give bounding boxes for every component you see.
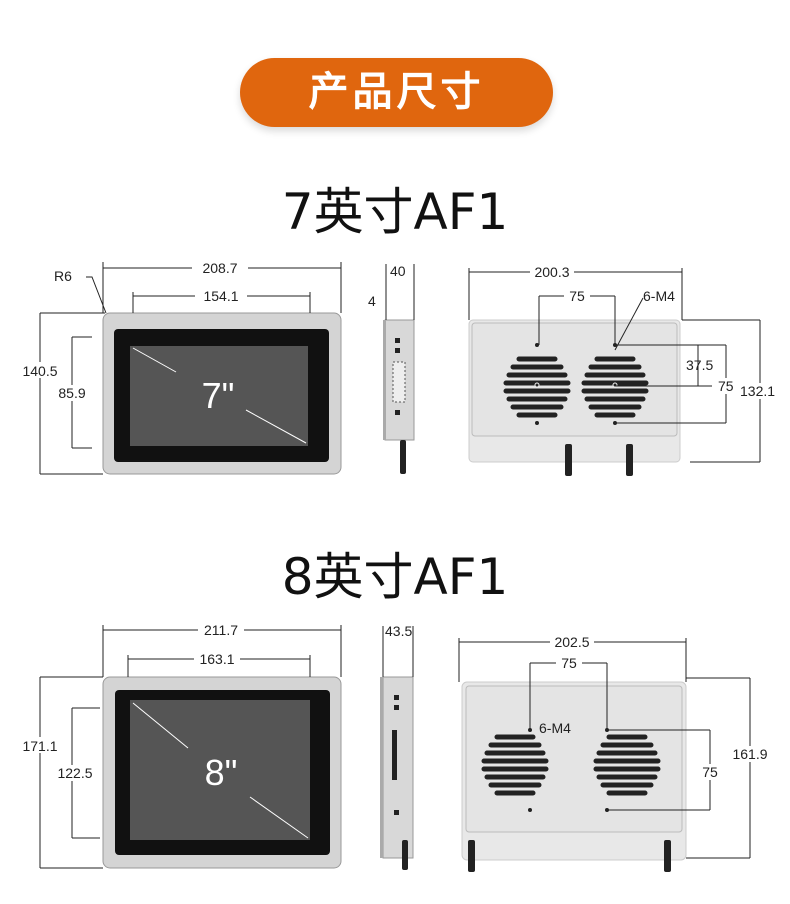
dim-vesa-vertical-8in: 75 [702,764,718,780]
dim-vesa-half-7in: 37.5 [686,357,713,373]
dim-display-width-8in: 163.1 [199,651,234,667]
dim-vesa-horizontal-8in: 75 [561,655,577,671]
section-header-badge: 产品尺寸 [240,58,553,127]
dim-vesa-horizontal-7in: 75 [569,288,585,304]
side-view-7in [383,264,415,474]
model-title-8in: 8英寸AF1 [281,548,509,606]
screen-size-label-8in: 8" [205,752,238,793]
dim-display-height-7in: 85.9 [58,385,85,401]
dim-depth-8in: 43.5 [385,623,412,639]
dim-depth-7in: 40 [390,263,406,279]
front-view-8in [39,625,342,869]
dim-back-width-8in: 202.5 [554,634,589,650]
dim-back-height-7in: 132.1 [740,383,775,399]
dim-display-height-8in: 122.5 [57,765,92,781]
dim-bezel-7in: 4 [368,293,376,309]
dim-vesa-vertical-7in: 75 [718,378,734,394]
dim-display-width-7in: 154.1 [203,288,238,304]
side-view-8in [380,626,414,870]
back-view-7in [468,268,761,476]
dim-width-7in: 208.7 [202,260,237,276]
model-title-7in: 7英寸AF1 [281,183,509,241]
dim-height-8in: 171.1 [22,738,57,754]
dim-height-7in: 140.5 [22,363,57,379]
dim-width-8in: 211.7 [204,622,238,638]
dim-corner-radius: R6 [54,268,72,284]
back-view-8in [458,638,751,872]
screen-size-label-7in: 7" [202,375,235,416]
screw-spec-7in: 6-M4 [643,288,675,304]
screw-spec-8in: 6-M4 [539,720,571,736]
dim-back-height-8in: 161.9 [732,746,767,762]
dim-back-width-7in: 200.3 [534,264,569,280]
front-view-7in [39,262,342,475]
